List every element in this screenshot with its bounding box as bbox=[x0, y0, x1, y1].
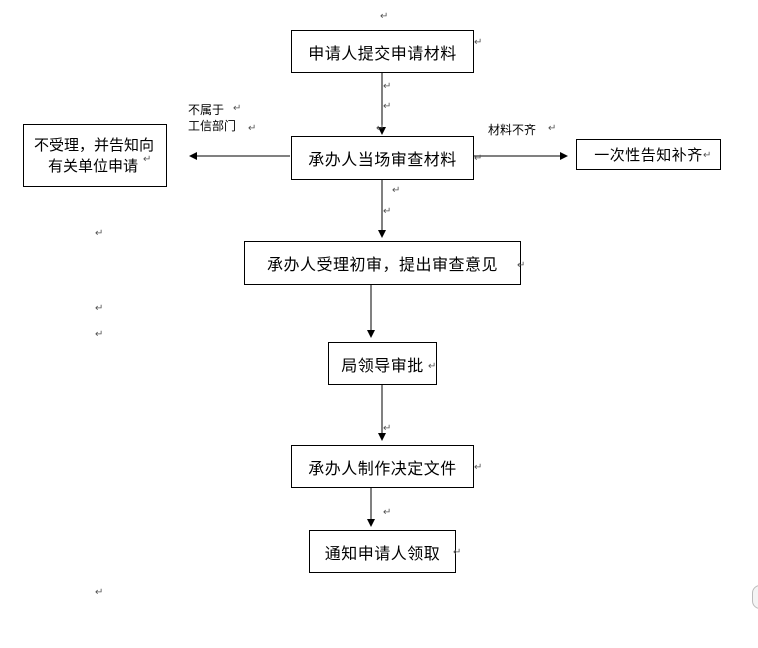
paragraph-mark: ↵ bbox=[703, 150, 712, 161]
paragraph-mark: ↵ bbox=[233, 103, 242, 114]
node-onsite-review: 承办人当场审查材料 bbox=[291, 136, 474, 180]
paragraph-mark: ↵ bbox=[376, 123, 385, 134]
node-notify-missing-materials-label: 一次性告知补齐 bbox=[594, 146, 703, 164]
paragraph-mark: ↵ bbox=[383, 81, 392, 92]
paragraph-mark: ↵ bbox=[248, 123, 257, 134]
node-notify-applicant: 通知申请人领取 bbox=[309, 530, 456, 573]
edge-label-not-belong-line1: 不属于 bbox=[188, 103, 225, 117]
node-not-accepted-line2: 有关单位申请 bbox=[48, 156, 139, 175]
paragraph-mark: ↵ bbox=[392, 185, 401, 196]
paragraph-mark: ↵ bbox=[95, 587, 104, 598]
paragraph-mark: ↵ bbox=[548, 123, 557, 134]
node-notify-missing-materials: 一次性告知补齐 bbox=[576, 139, 721, 170]
node-not-accepted: 不受理，并告知向 有关单位申请 bbox=[23, 124, 167, 187]
paragraph-mark: ↵ bbox=[95, 329, 104, 340]
paragraph-mark: ↵ bbox=[380, 11, 389, 22]
node-not-accepted-line1: 不受理，并告知向 bbox=[34, 135, 155, 154]
paragraph-mark: ↵ bbox=[383, 206, 392, 217]
node-onsite-review-label: 承办人当场审查材料 bbox=[308, 150, 457, 169]
edge-label-incomplete: 材料不齐 bbox=[488, 122, 536, 138]
node-leader-approval-label: 局领导审批 bbox=[341, 355, 424, 375]
edge-label-not-belong: 不属于 工信部门 bbox=[188, 102, 236, 134]
paragraph-mark: ↵ bbox=[383, 507, 392, 518]
paragraph-mark: ↵ bbox=[474, 153, 483, 164]
node-initial-review-label: 承办人受理初审，提出审查意见 bbox=[266, 255, 498, 274]
paragraph-mark: ↵ bbox=[383, 101, 392, 112]
paragraph-mark: ↵ bbox=[95, 303, 104, 314]
paragraph-mark: ↵ bbox=[474, 37, 483, 48]
edge-label-not-belong-line2: 工信部门 bbox=[188, 119, 237, 133]
node-notify-applicant-label: 通知申请人领取 bbox=[324, 543, 441, 563]
node-produce-decision-label: 承办人制作决定文件 bbox=[308, 458, 457, 478]
scroll-handle[interactable] bbox=[752, 585, 758, 609]
paragraph-mark: ↵ bbox=[383, 423, 392, 434]
paragraph-mark: ↵ bbox=[428, 361, 437, 372]
paragraph-mark: ↵ bbox=[143, 154, 152, 165]
node-initial-review: 承办人受理初审，提出审查意见 bbox=[244, 241, 521, 285]
paragraph-mark: ↵ bbox=[453, 547, 462, 558]
node-leader-approval: 局领导审批 bbox=[328, 342, 437, 385]
paragraph-mark: ↵ bbox=[474, 462, 483, 473]
node-submit-application-label: 申请人提交申请材料 bbox=[308, 43, 457, 63]
node-submit-application: 申请人提交申请材料 bbox=[291, 30, 474, 73]
node-produce-decision: 承办人制作决定文件 bbox=[291, 445, 474, 488]
paragraph-mark: ↵ bbox=[517, 260, 526, 271]
edge-label-incomplete-text: 材料不齐 bbox=[488, 123, 537, 137]
paragraph-mark: ↵ bbox=[95, 228, 104, 239]
